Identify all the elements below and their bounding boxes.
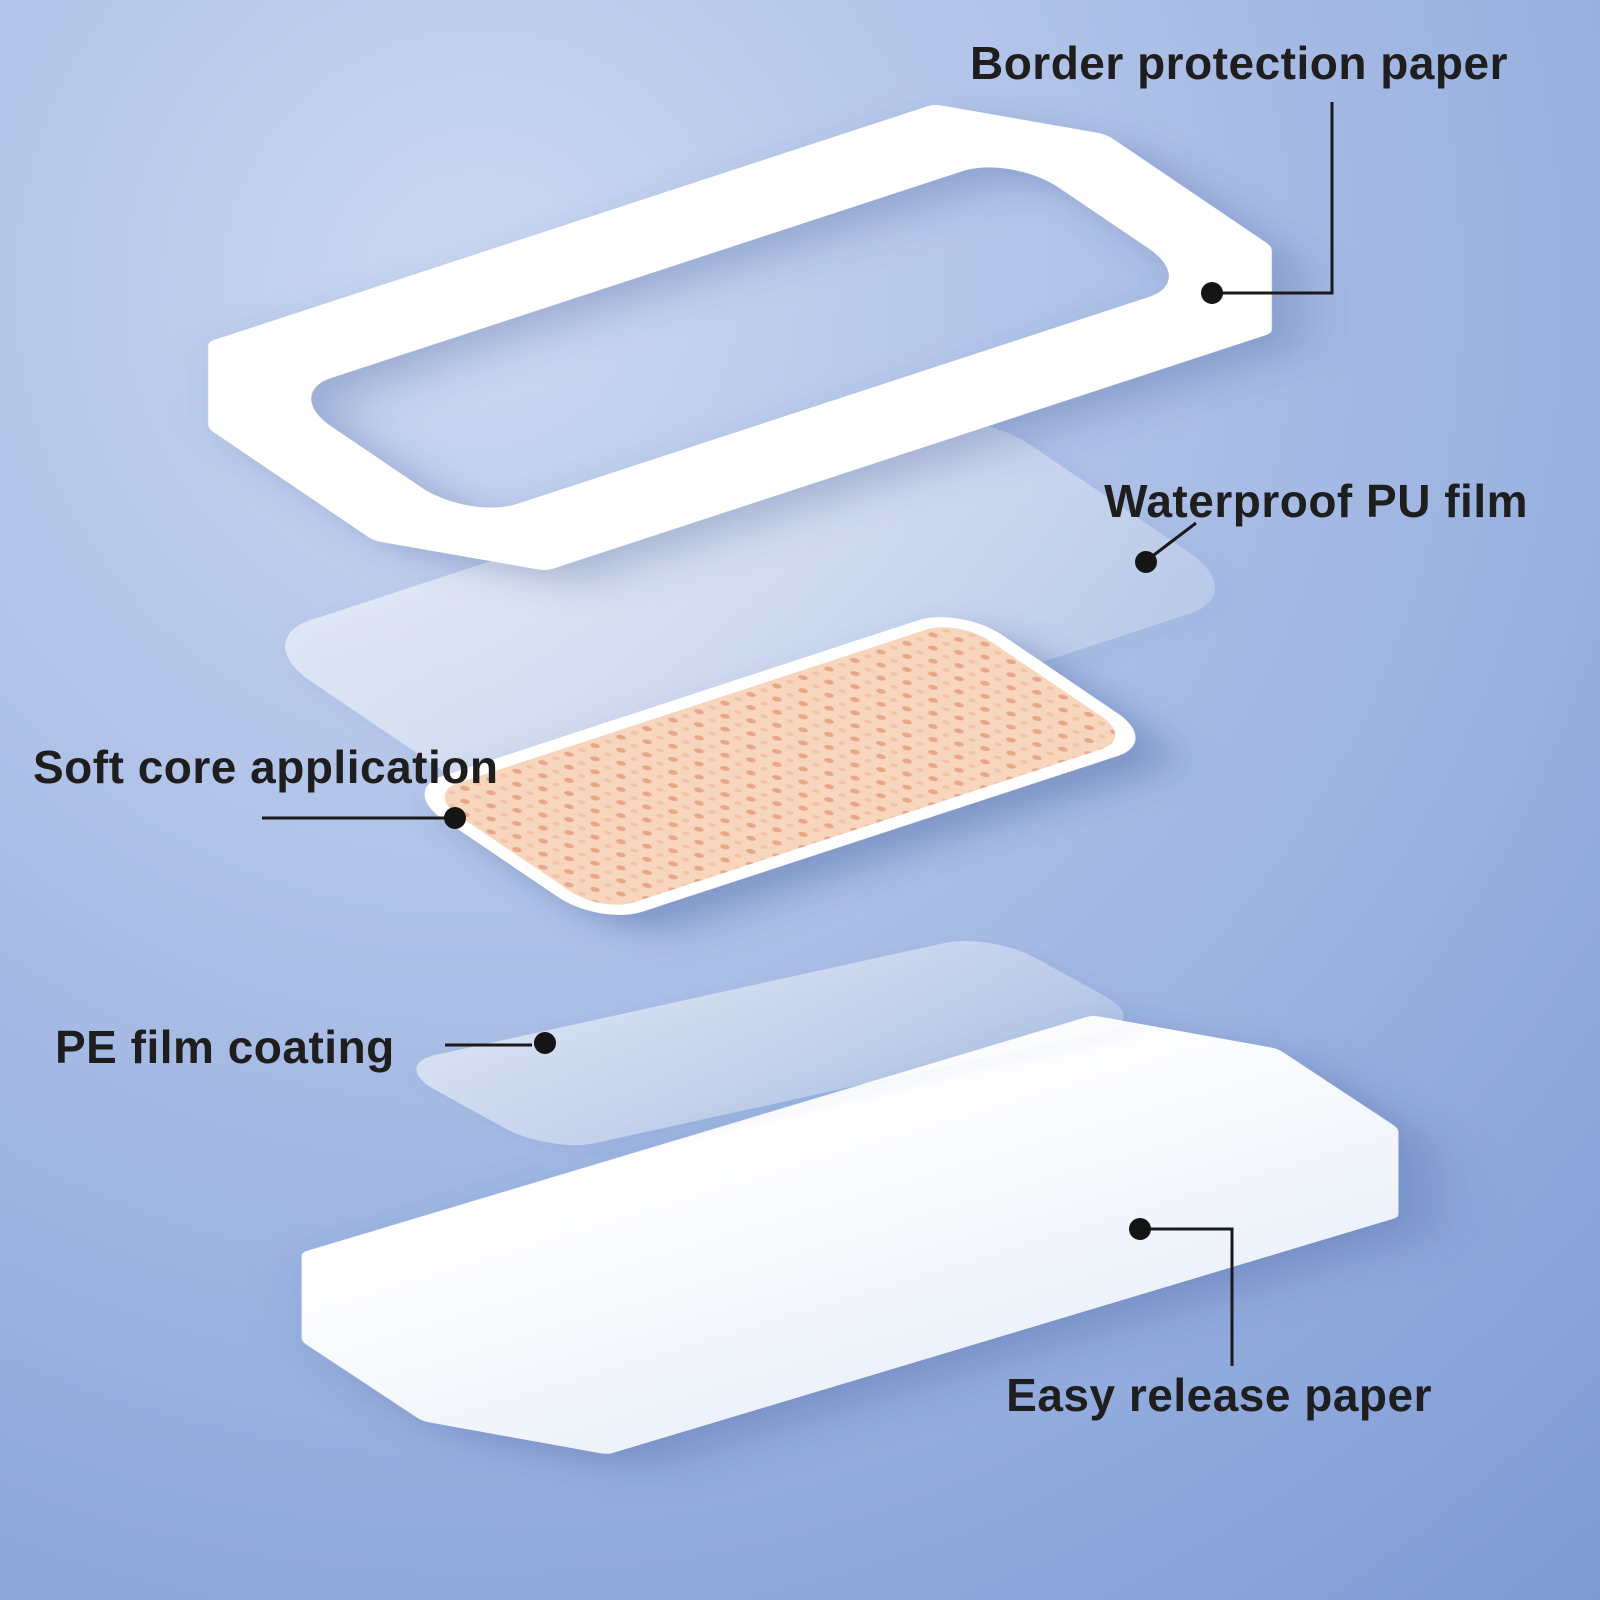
- callout-line-border-protection: [1212, 102, 1334, 295]
- label-border-protection-paper: Border protection paper: [969, 37, 1508, 89]
- label-waterproof-pu-film: Waterproof PU film: [1104, 475, 1528, 527]
- soft-core-texture: [444, 627, 1116, 905]
- callout-dot-easy-release: [1129, 1218, 1151, 1240]
- callout-line-easy-release: [1140, 1227, 1234, 1366]
- label-soft-core-application: Soft core application: [33, 741, 499, 793]
- easy-release-paper-layer: [301, 1016, 1399, 1454]
- soft-core-pad-layer: [424, 617, 1136, 915]
- pe-film-layer: [416, 940, 1124, 1146]
- callout-lines: [262, 102, 1334, 1366]
- callout-dots: [444, 282, 1223, 1240]
- label-pe-film-coating: PE film coating: [55, 1021, 395, 1073]
- callout-dot-waterproof-film: [1135, 551, 1157, 573]
- callout-dot-pe-film: [534, 1032, 556, 1054]
- callout-dot-border-protection: [1201, 282, 1223, 304]
- callout-line-waterproof-film: [1145, 521, 1197, 563]
- border-frame-layer: [208, 105, 1272, 570]
- pu-film-layer: [285, 419, 1215, 815]
- label-easy-release-paper: Easy release paper: [1006, 1369, 1432, 1421]
- callout-dot-soft-core: [444, 807, 466, 829]
